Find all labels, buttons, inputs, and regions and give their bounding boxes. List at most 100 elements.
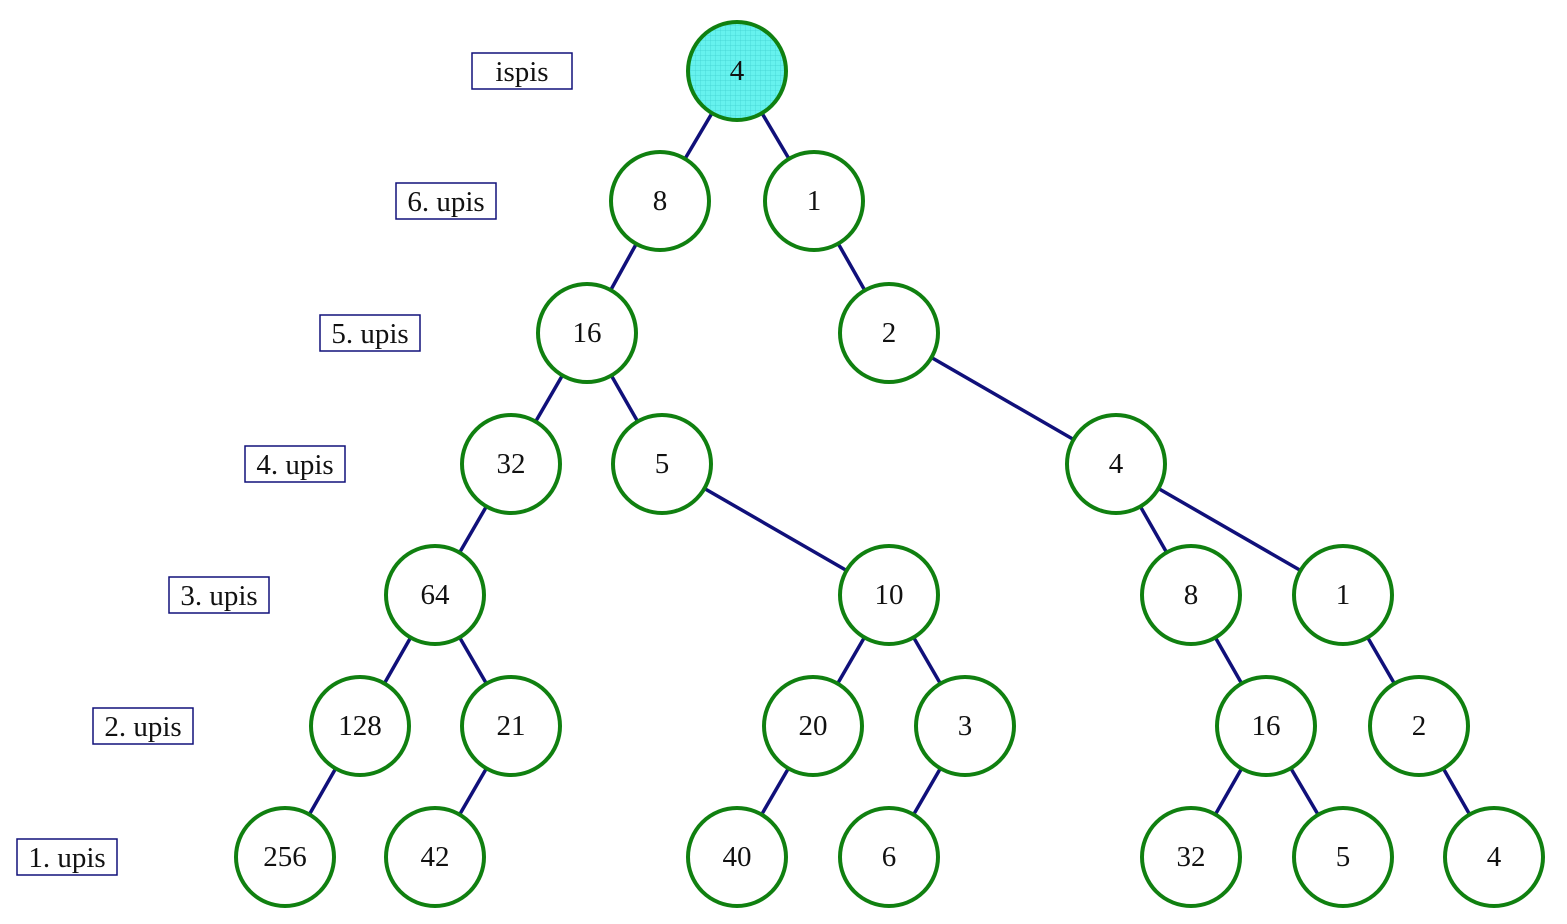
tree-edge <box>1213 767 1244 816</box>
tree-node: 32 <box>460 413 562 515</box>
tree-edge <box>703 486 848 573</box>
node-circle <box>1443 806 1545 908</box>
node-value: 21 <box>497 710 526 742</box>
node-circle <box>838 544 940 646</box>
tree-node: 2 <box>1368 675 1470 777</box>
node-circle <box>838 282 940 384</box>
node-value: 32 <box>497 448 526 480</box>
node-value: 64 <box>421 579 451 611</box>
node-value: 20 <box>799 710 828 742</box>
tree-node: 16 <box>536 282 638 384</box>
tree-edge <box>1366 636 1396 685</box>
node-circle <box>762 675 864 777</box>
node-value: 6 <box>882 841 897 873</box>
node-value: 2 <box>882 317 897 349</box>
tree-node: 32 <box>1140 806 1242 908</box>
node-value: 40 <box>723 841 752 873</box>
tree-node: 5 <box>1292 806 1394 908</box>
node-value: 8 <box>1184 579 1199 611</box>
node-circle <box>686 806 788 908</box>
node-value: 10 <box>875 579 904 611</box>
row-label: 4. upis <box>244 445 346 483</box>
node-value: 8 <box>653 185 668 217</box>
row-label-text: 1. upis <box>28 842 105 874</box>
tree-node: 1 <box>763 150 865 252</box>
node-circle <box>914 675 1016 777</box>
row-labels-layer: ispis 6. upis 5. upis 4. upis 3. upis 2. upis… <box>16 52 573 876</box>
tree-edge <box>458 636 488 685</box>
node-value: 3 <box>958 710 973 742</box>
node-circle <box>763 150 865 252</box>
node-circle <box>1215 675 1317 777</box>
tree-node: 21 <box>460 675 562 777</box>
tree-node: 1 <box>1292 544 1394 646</box>
tree-edge <box>609 243 638 291</box>
tree-edge <box>760 112 791 160</box>
tree-edge <box>458 767 488 816</box>
row-label-box <box>395 182 497 220</box>
node-value: 1 <box>1336 579 1351 611</box>
tree-node: 42 <box>384 806 486 908</box>
node-value: 1 <box>807 185 822 217</box>
row-label-text: 6. upis <box>407 186 484 218</box>
row-label: ispis <box>471 52 573 90</box>
node-value: 4 <box>1487 841 1502 873</box>
tree-edge <box>930 355 1075 442</box>
row-label-box <box>16 838 118 876</box>
node-circle <box>1140 806 1242 908</box>
row-label-text: 3. upis <box>180 580 257 612</box>
tree-edge <box>912 636 942 685</box>
tree-edge <box>307 767 338 816</box>
row-label: 5. upis <box>319 314 421 352</box>
node-circle <box>309 675 411 777</box>
tree-node: 4 <box>1065 413 1167 515</box>
node-value: 32 <box>1177 841 1206 873</box>
row-label-box <box>319 314 421 352</box>
node-circle <box>609 150 711 252</box>
node-value: 4 <box>1109 448 1124 480</box>
tree-node: 256 <box>234 806 336 908</box>
tree-edge <box>683 112 714 160</box>
tree-edge <box>1441 767 1472 816</box>
row-label: 2. upis <box>92 707 194 745</box>
node-circle <box>460 675 562 777</box>
tree-edge <box>836 636 866 685</box>
node-circle <box>1368 675 1470 777</box>
node-circle <box>1140 544 1242 646</box>
tree-edge <box>836 242 867 292</box>
node-circle <box>460 413 562 515</box>
row-label-box <box>92 707 194 745</box>
node-circle <box>1065 413 1167 515</box>
row-label: 6. upis <box>395 182 497 220</box>
node-value: 16 <box>573 317 602 349</box>
row-label-text: ispis <box>495 56 548 88</box>
tree-node: 4 <box>1443 806 1545 908</box>
tree-edge <box>1289 767 1320 816</box>
node-value: 4 <box>730 55 745 87</box>
tree-edge <box>382 636 413 685</box>
tree-node: 10 <box>838 544 940 646</box>
row-label-text: 5. upis <box>331 318 408 350</box>
node-circle <box>686 20 788 122</box>
tree-node-root: 4 <box>686 20 788 122</box>
tree-edge <box>458 505 488 554</box>
tree-node: 16 <box>1215 675 1317 777</box>
tree-edge <box>912 767 942 816</box>
tree-edge <box>1157 486 1302 573</box>
tree-node: 8 <box>609 150 711 252</box>
row-label-box <box>168 576 270 614</box>
tree-edge <box>1138 505 1169 554</box>
tree-node: 64 <box>384 544 486 646</box>
row-label-text: 2. upis <box>104 711 181 743</box>
node-circle <box>838 806 940 908</box>
node-value: 2 <box>1412 710 1427 742</box>
node-circle <box>384 806 486 908</box>
node-value: 42 <box>421 841 450 873</box>
node-circle <box>384 544 486 646</box>
node-value: 5 <box>655 448 670 480</box>
node-circle <box>1292 806 1394 908</box>
node-value: 256 <box>263 841 307 873</box>
tree-edge <box>534 374 564 423</box>
